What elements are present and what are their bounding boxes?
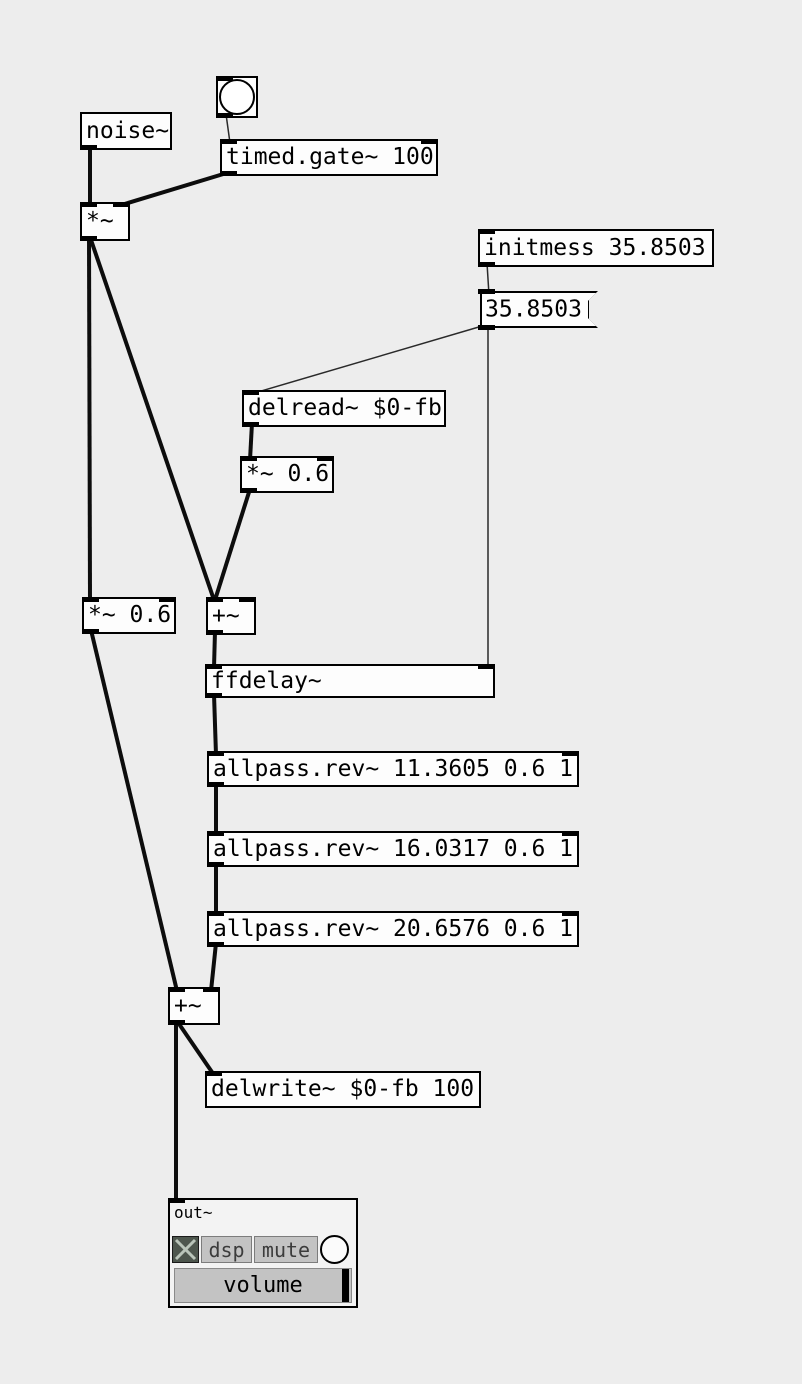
object-text: allpass.rev~ 20.6576 0.6 1 [213,915,574,942]
object-text: *~ [86,208,114,234]
object-text: ffdelay~ [211,667,322,694]
inlet [168,1198,185,1203]
object-text: allpass.rev~ 16.0317 0.6 1 [213,835,574,862]
inlet [207,751,224,756]
object-mul-dry: *~ 0.6 [82,597,176,634]
inlet [207,831,224,836]
inlet [478,229,495,234]
inlet [206,597,223,602]
cord-addout-to-delwrite [175,1019,216,1077]
object-text: noise~ [86,117,170,144]
inlet [562,831,579,836]
dsp-button-label: dsp [208,1237,245,1262]
object-allpass3: allpass.rev~ 20.6576 0.6 1 [207,911,579,947]
cord-msg-to-delread [250,323,490,395]
cord-bang-to-gate [225,113,231,144]
object-mul-signal: *~ [80,202,130,241]
mute-button-label: mute [261,1237,311,1262]
cord-mulfb-to-addpre [213,488,252,601]
outlet [206,630,223,635]
outlet [220,171,237,176]
cord-allpass3-to-addout [209,942,218,992]
object-text: *~ 0.6 [246,461,330,487]
inlet [478,664,495,669]
cord-ffdelay-to-allpass1 [212,693,218,756]
cord-mul-to-addpre [88,236,216,601]
volume-slider[interactable]: volume [174,1268,352,1303]
dsp-button[interactable]: dsp [201,1236,252,1263]
outlet [80,145,97,150]
outlet [207,942,224,947]
bang-circle-icon [219,79,255,115]
message-box-delay-time[interactable]: 35.8503 [478,289,598,330]
outlet [240,488,257,493]
inlet [562,751,579,756]
inlet [240,456,257,461]
object-text: delread~ $0-fb [248,395,442,421]
cord-delread-to-mulfb [248,422,254,461]
inlet [203,987,220,992]
outlet [82,629,99,634]
inlet [207,911,224,916]
outlet [478,325,495,330]
object-text: *~ 0.6 [88,602,172,628]
inlet [168,987,185,992]
object-delread: delread~ $0-fb [242,390,446,427]
outlet [80,236,97,241]
inlet [205,664,222,669]
inlet [113,202,130,207]
out-abstraction: out~ dsp mute volume [168,1198,358,1308]
outlet [168,1020,185,1025]
outlet [207,782,224,787]
dsp-toggle[interactable] [172,1236,199,1263]
inlet [562,911,579,916]
inlet [478,289,495,294]
outlet [478,262,495,267]
mute-button[interactable]: mute [254,1236,318,1263]
inlet [82,597,99,602]
inlet [205,1071,222,1076]
out-title: out~ [174,1203,213,1222]
object-delwrite: delwrite~ $0-fb 100 [205,1071,481,1108]
outlet [216,113,233,118]
volume-slider-label: volume [223,1273,303,1298]
object-timed-gate: timed.gate~ 100 [220,139,438,176]
bang-button[interactable] [216,76,258,118]
inlet [239,597,256,602]
cord-addpre-to-ffdelay [212,630,217,669]
object-allpass2: allpass.rev~ 16.0317 0.6 1 [207,831,579,867]
object-mul-feedback: *~ 0.6 [240,456,334,493]
outlet [242,422,259,427]
message-bg [482,293,596,326]
inlet [80,202,97,207]
object-text: initmess 35.8503 [484,234,706,261]
object-noise: noise~ [80,112,172,150]
cord-muldry-to-addout [89,629,179,992]
outlet [207,862,224,867]
clip-bang[interactable] [320,1235,349,1264]
outlet [205,693,222,698]
inlet [421,139,438,144]
object-text: delwrite~ $0-fb 100 [211,1076,475,1102]
object-add-pre: +~ [206,597,256,635]
inlet [242,390,259,395]
object-ffdelay: ffdelay~ [205,664,495,698]
inlet [220,139,237,144]
inlet [159,597,176,602]
cord-gate-to-mul [117,170,231,208]
object-text: allpass.rev~ 11.3605 0.6 1 [213,755,574,782]
volume-slider-handle[interactable] [342,1269,349,1302]
object-initmess: initmess 35.8503 [478,229,714,267]
object-text: timed.gate~ 100 [226,144,434,170]
inlet [216,76,233,81]
object-add-out: +~ [168,987,220,1025]
message-text: 35.8503 [485,296,582,322]
object-text: +~ [174,992,202,1019]
object-allpass1: allpass.rev~ 11.3605 0.6 1 [207,751,579,787]
inlet [317,456,334,461]
toggle-x-icon [174,1238,197,1261]
cord-mul-to-muldry [87,236,92,601]
object-text: +~ [212,602,240,629]
